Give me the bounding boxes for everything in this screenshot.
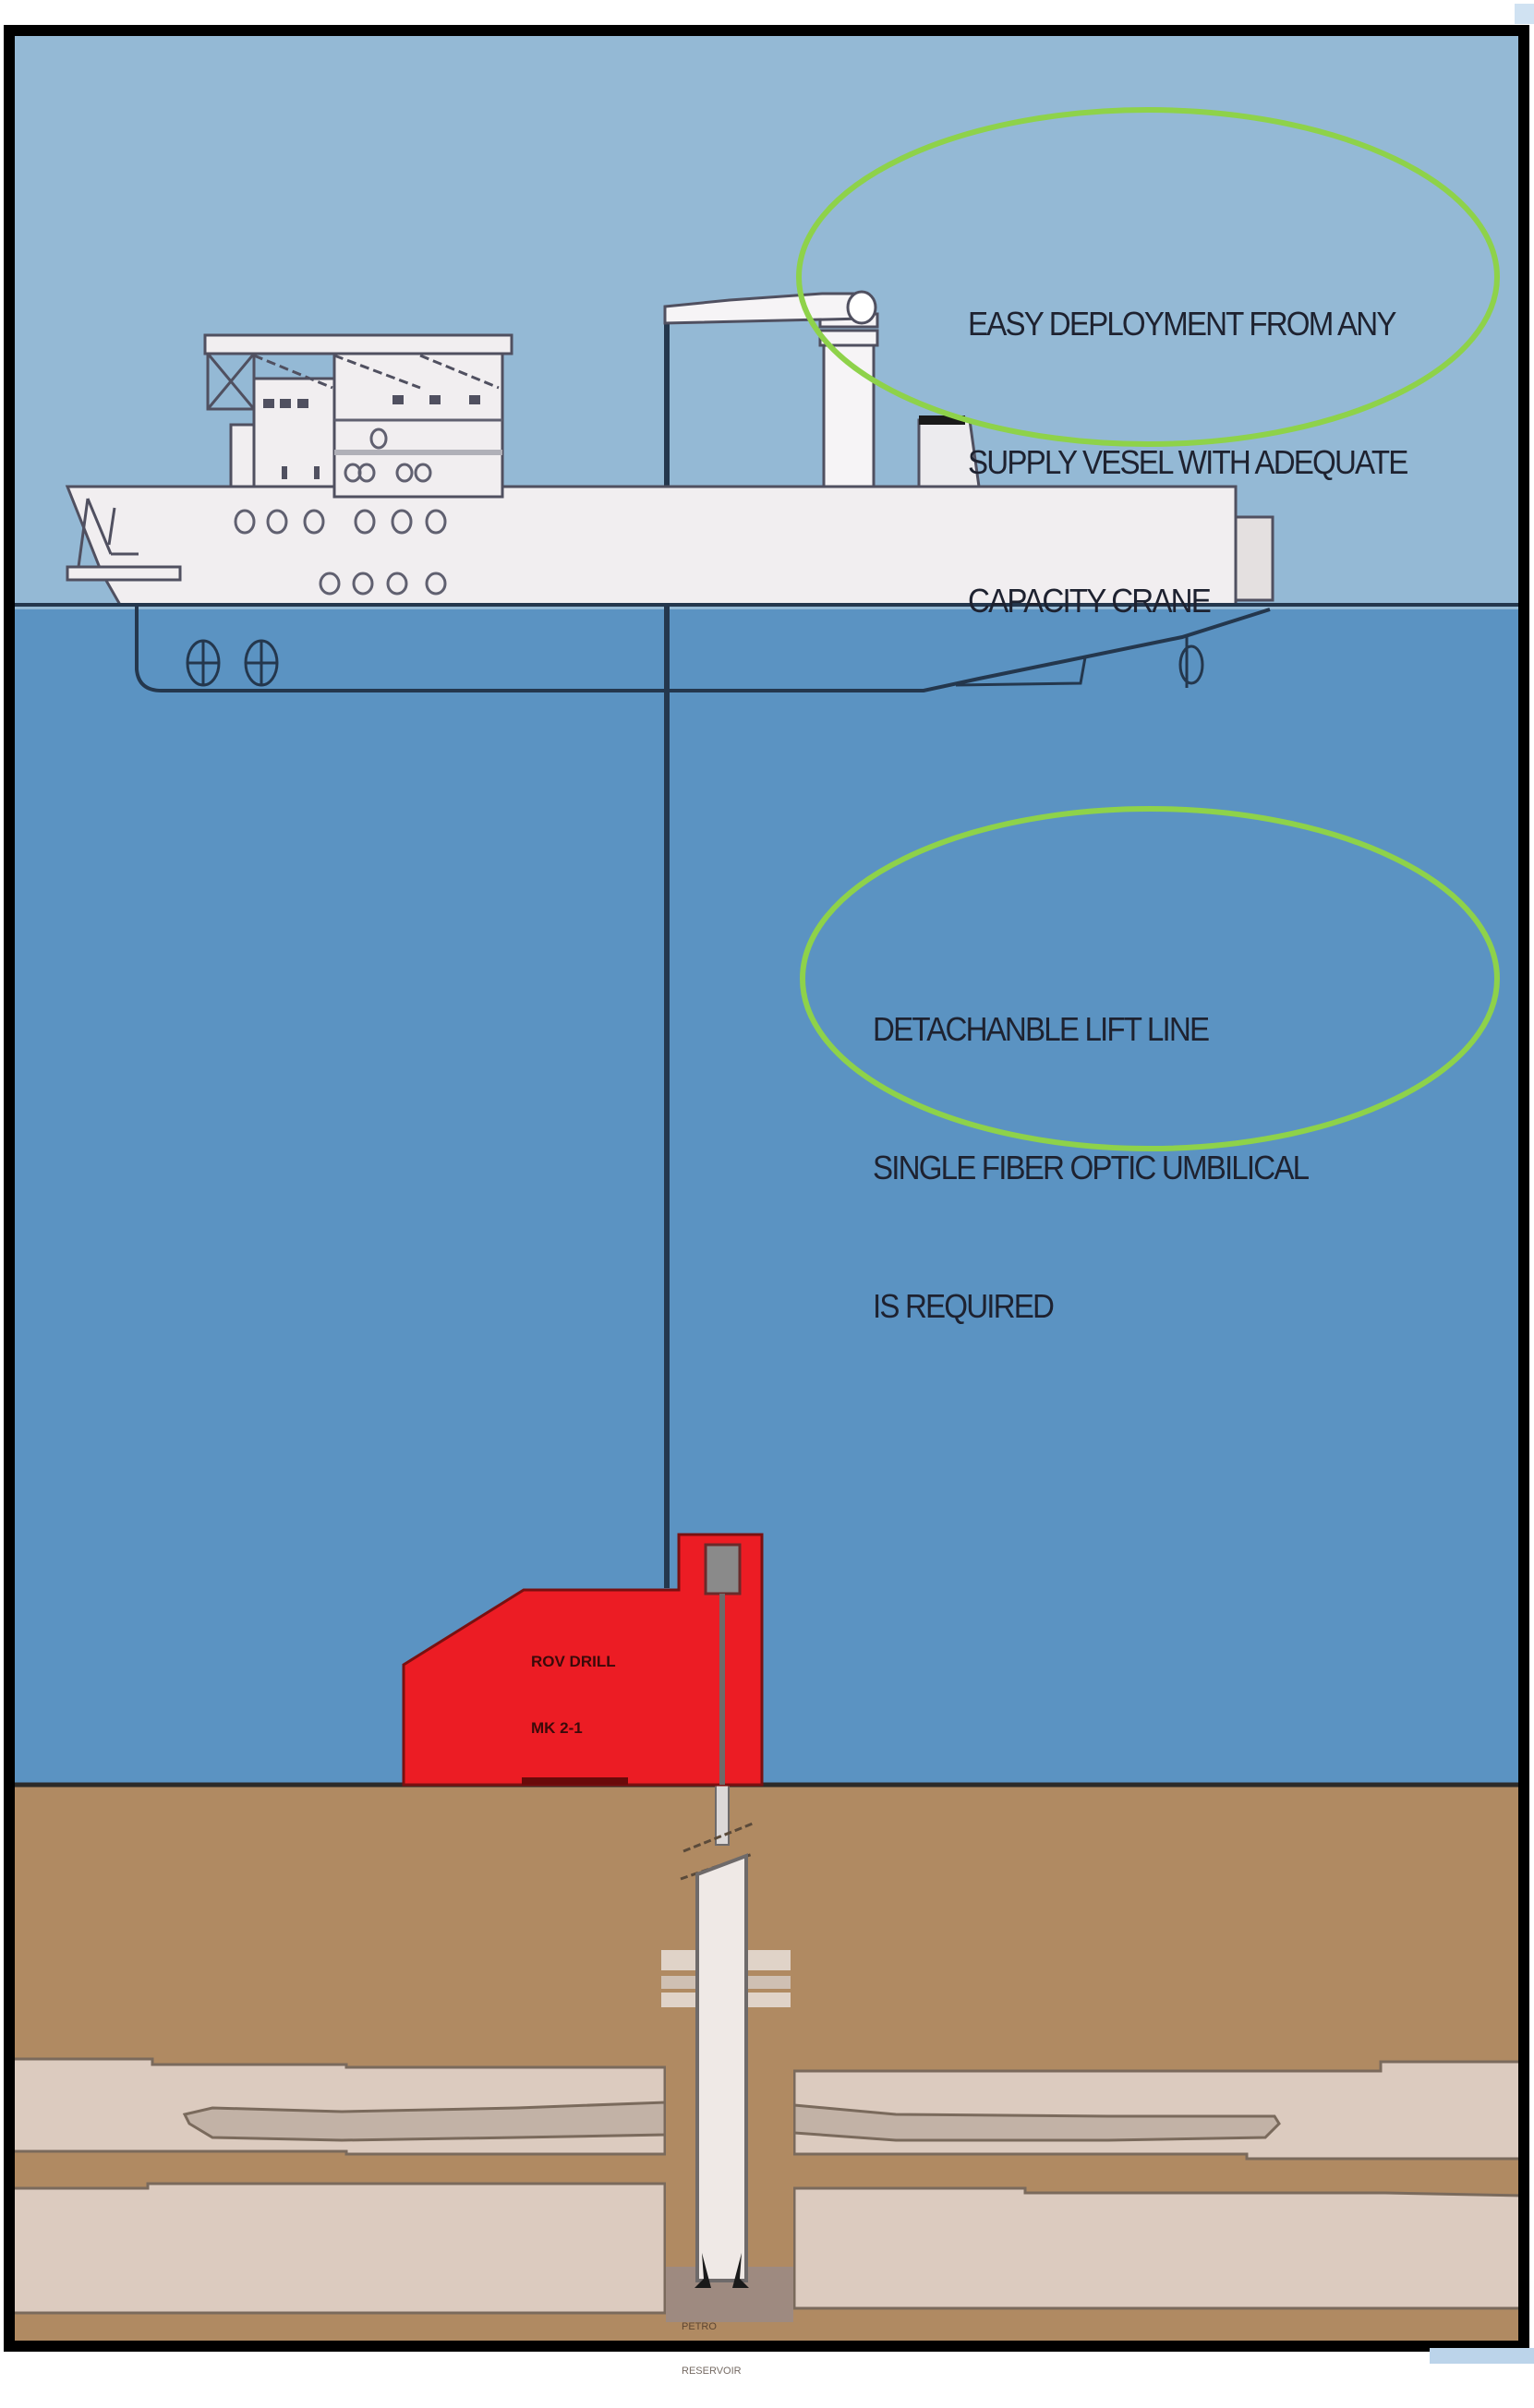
supply-vessel[interactable]: [65, 333, 1274, 692]
diagram-frame: [4, 25, 1529, 2352]
borehole-label: PETRO RESERVOIR: [682, 2290, 742, 2408]
portholes: [234, 509, 447, 596]
rov-drill[interactable]: [402, 1533, 764, 1787]
callout-line: DETACHANBLE LIFT LINE: [873, 1010, 1210, 1048]
borehole-label-line: PETRO: [682, 2321, 717, 2332]
corner-tab-top: [1515, 4, 1534, 24]
propeller-icon: [186, 639, 279, 687]
borehole-label-line: RESERVOIR: [682, 2366, 742, 2377]
callout-line: SINGLE FIBER OPTIC UMBILICAL: [873, 1149, 1310, 1186]
sea-water: [11, 609, 1523, 1785]
callout-ellipse-lift-line: [800, 806, 1500, 1151]
callout-line: CAPACITY CRANE: [968, 582, 1212, 620]
callout-lift-line-text: DETACHANBLE LIFT LINE SINGLE FIBER OPTIC…: [873, 914, 1310, 1422]
rudder-icon: [1178, 637, 1204, 688]
callout-deployment-text: EASY DEPLOYMENT FROM ANY SUPPLY VESEL WI…: [968, 209, 1408, 716]
rov-label-line: ROV DRILL: [531, 1653, 616, 1670]
crane[interactable]: [663, 290, 879, 488]
callout-line: SUPPLY VESEL WITH ADEQUATE: [968, 443, 1408, 481]
rov-label-line: MK 2-1: [531, 1719, 583, 1737]
corner-tab: [1430, 2348, 1534, 2364]
callout-ellipse-deployment: [796, 107, 1500, 447]
rov-label: ROV DRILL MK 2-1: [531, 1607, 616, 1784]
callout-line: EASY DEPLOYMENT FROM ANY: [968, 305, 1396, 343]
funnel-cap: [919, 415, 965, 425]
rock-strata: [9, 2057, 1525, 2315]
callout-line: IS REQUIRED: [873, 1287, 1055, 1325]
